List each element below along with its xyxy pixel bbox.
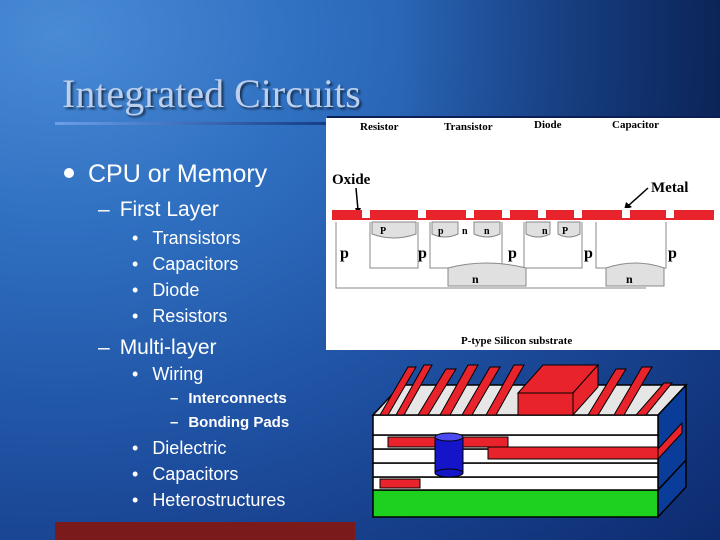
label-substrate: P-type Silicon substrate <box>461 335 572 347</box>
multilayer-stack-diagram <box>368 355 690 520</box>
bullet-capacitors: •Capacitors <box>132 254 239 274</box>
region-p-3: p <box>508 245 517 262</box>
region-n-4: n <box>472 272 479 286</box>
region-p-6: p <box>438 226 444 237</box>
footer-bar <box>55 522 355 540</box>
region-n-3: n <box>542 226 548 237</box>
label-capacitor: Capacitor <box>612 119 659 131</box>
bullet-capacitors-2: •Capacitors <box>132 464 239 484</box>
cross-section-diagram: Resistor Transistor Diode Capacitor Oxid… <box>326 118 720 350</box>
region-P-2: P <box>562 226 568 237</box>
label-metal: Metal <box>651 180 688 196</box>
bullet-resistors: •Resistors <box>132 306 228 326</box>
region-n-1: n <box>462 226 468 237</box>
region-p-5: p <box>668 245 677 262</box>
label-transistor: Transistor <box>444 121 493 133</box>
region-p-1: p <box>340 245 349 262</box>
bullet-multi-layer: –Multi-layer <box>98 336 217 359</box>
bullet-cpu-memory: CPU or Memory <box>64 160 267 189</box>
bullet-interconnects: –Interconnects <box>170 390 287 407</box>
slide-title: Integrated Circuits <box>62 71 361 116</box>
bullet-first-layer: –First Layer <box>98 198 219 221</box>
stack-svg <box>371 363 688 519</box>
title-band <box>0 0 720 124</box>
bullet-dielectric: •Dielectric <box>132 438 227 458</box>
title-underline <box>55 122 327 125</box>
cross-section-svg: Resistor Transistor Diode Capacitor Oxid… <box>332 119 714 347</box>
region-n-2: n <box>484 226 490 237</box>
label-diode: Diode <box>534 119 562 131</box>
bullet-dot-icon <box>64 168 74 179</box>
bullet-transistors: •Transistors <box>132 228 241 248</box>
region-p-4: p <box>584 245 593 262</box>
bullet-bonding-pads: –Bonding Pads <box>170 414 290 431</box>
region-n-5: n <box>626 272 633 286</box>
bullet-diode: •Diode <box>132 280 200 300</box>
region-p-2: p <box>418 245 427 262</box>
bullet-wiring: •Wiring <box>132 364 204 384</box>
label-oxide: Oxide <box>332 172 371 188</box>
label-resistor: Resistor <box>360 121 399 133</box>
region-P-1: P <box>380 226 386 237</box>
bullet-heterostructures: •Heterostructures <box>132 490 286 510</box>
